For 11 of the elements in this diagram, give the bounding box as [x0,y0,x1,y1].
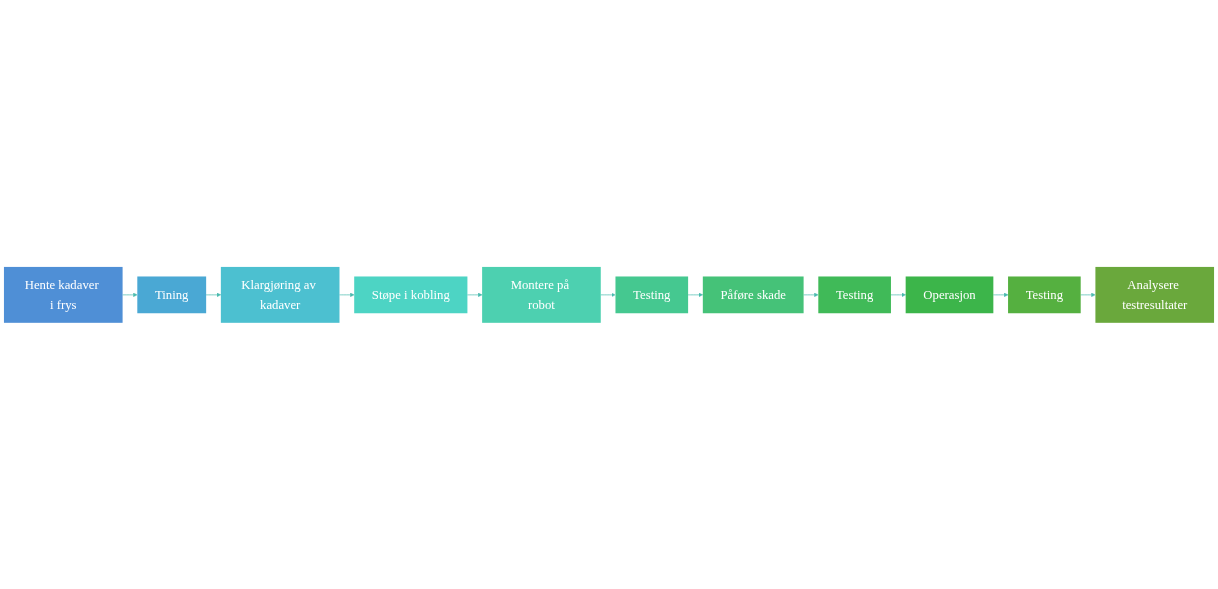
node-box: Analysere testresultater [1095,266,1215,323]
node-box: Testing [1008,276,1081,313]
node-box: Testing [818,276,891,313]
node-box: Operasjon [905,276,994,313]
node-box: Hente kadaver i frys [3,266,123,323]
node-box: Klargjøring av kadaver [220,266,340,323]
node-box: Montere på robot [482,266,601,323]
node-box: Påføre skade [702,276,804,313]
node-box: Testing [615,276,689,313]
node-box: Støpe i kobling [354,276,468,313]
node-box: Tining [137,276,207,313]
